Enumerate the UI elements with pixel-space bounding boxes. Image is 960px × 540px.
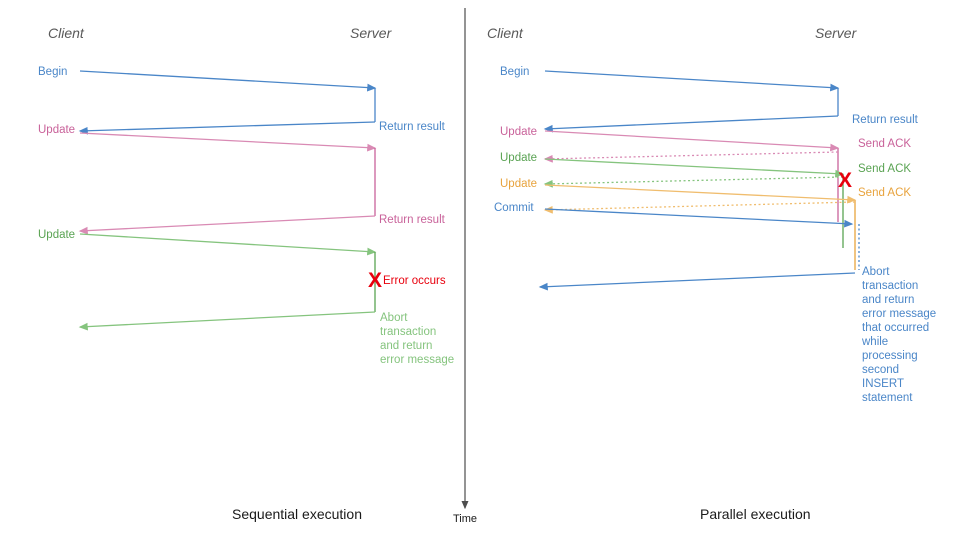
left-client-lane-title: Client — [48, 25, 85, 41]
right-arrow-ack-3 — [543, 201, 856, 214]
right-server-lane-title: Server — [815, 25, 858, 41]
right-arrow-return-result — [543, 115, 839, 133]
right-arrow-ack-2 — [543, 176, 844, 188]
right-label-commit: Commit — [494, 202, 534, 214]
left-label-update-2: Update — [38, 229, 75, 241]
right-label-update-1: Update — [500, 126, 537, 138]
left-caption: Sequential execution — [232, 506, 362, 522]
right-label-ack-3: Send ACK — [858, 187, 911, 199]
time-axis-divider: Time — [453, 8, 477, 525]
time-axis-label: Time — [453, 513, 477, 525]
left-label-begin: Begin — [38, 66, 67, 78]
left-label-return-result-1: Return result — [379, 121, 446, 133]
right-arrow-abort-return — [538, 272, 856, 291]
right-client-lane-title: Client — [487, 25, 524, 41]
left-arrow-begin — [79, 70, 377, 92]
right-arrow-commit — [544, 208, 854, 228]
right-label-ack-1: Send ACK — [858, 138, 911, 150]
right-caption: Parallel execution — [700, 506, 811, 522]
left-arrow-return-result-1 — [78, 121, 376, 135]
left-server-lane-title: Server — [350, 25, 393, 41]
left-label-update-1: Update — [38, 124, 75, 136]
right-label-update-2: Update — [500, 152, 537, 164]
right-error-x-icon: X — [838, 169, 852, 192]
right-arrow-begin — [544, 70, 840, 92]
left-arrow-return-result-2 — [78, 215, 376, 235]
right-label-begin: Begin — [500, 66, 529, 78]
right-arrow-update-2 — [544, 158, 845, 178]
right-label-update-3: Update — [500, 178, 537, 190]
right-arrow-update-3 — [544, 184, 857, 204]
right-label-ack-2: Send ACK — [858, 163, 911, 175]
right-label-return-result: Return result — [852, 114, 919, 126]
left-arrow-abort-return — [78, 311, 376, 331]
left-arrow-update-2 — [79, 233, 377, 256]
right-arrow-ack-1 — [543, 151, 839, 163]
left-arrow-update-1 — [79, 132, 377, 152]
right-arrow-update-1 — [544, 130, 840, 152]
left-label-return-result-2: Return result — [379, 214, 446, 226]
left-error-label: Error occurs — [383, 275, 446, 287]
left-error-x-icon: X — [368, 269, 382, 292]
